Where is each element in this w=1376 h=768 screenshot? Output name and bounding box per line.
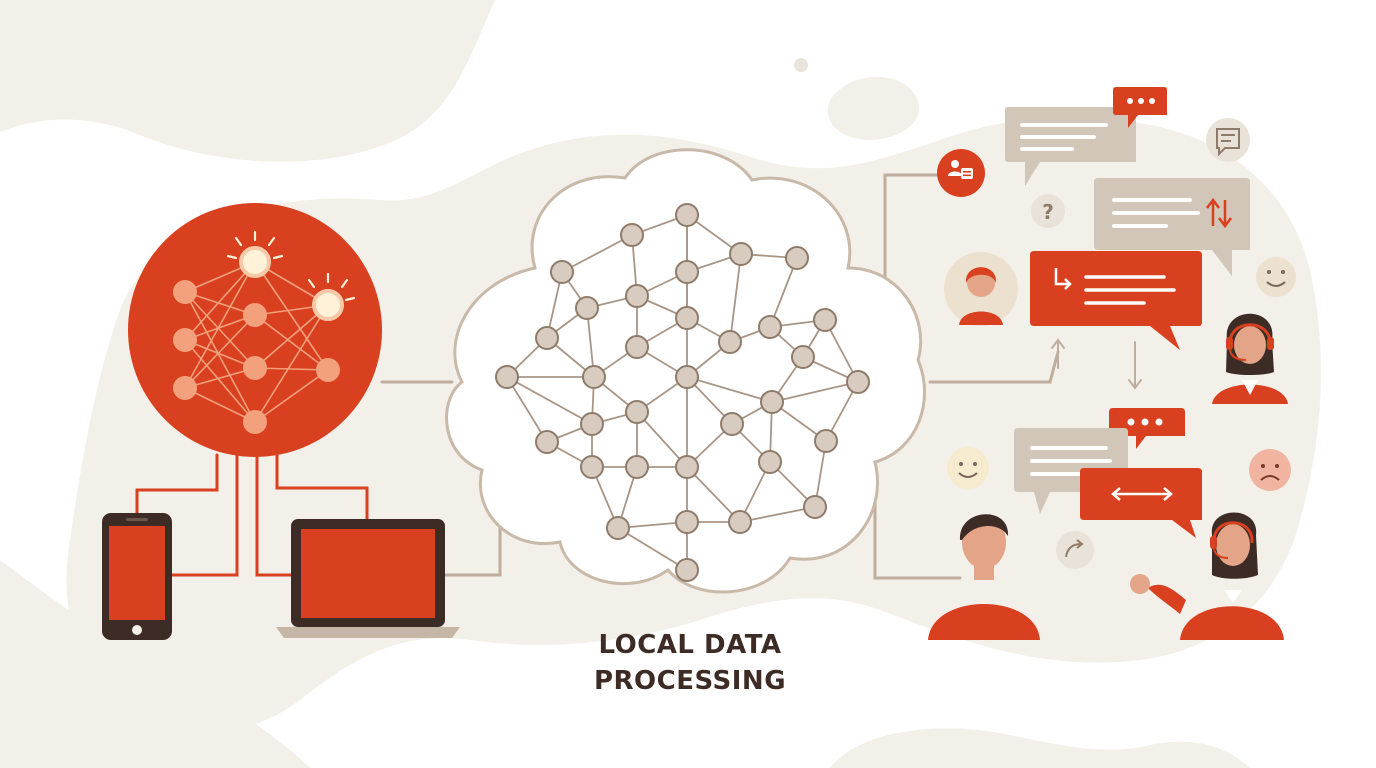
network-node bbox=[495, 365, 519, 389]
glowing-node-right bbox=[312, 289, 344, 321]
connector-brain-to-laptop bbox=[255, 453, 294, 577]
network-node bbox=[580, 412, 604, 436]
smile-icon-right bbox=[1256, 257, 1296, 297]
network-edge bbox=[771, 381, 859, 403]
network-node bbox=[846, 370, 870, 394]
network-node bbox=[625, 400, 649, 424]
network-edge bbox=[729, 253, 742, 343]
bubble-top-beige bbox=[1005, 107, 1136, 186]
user-avatar-woman bbox=[944, 252, 1018, 326]
network-edge bbox=[686, 376, 773, 403]
network-node bbox=[675, 306, 699, 330]
connector-lines bbox=[135, 173, 1142, 580]
phone-icon bbox=[102, 513, 172, 640]
support-chat-icon bbox=[937, 149, 985, 197]
network-node bbox=[582, 365, 606, 389]
network-node bbox=[720, 412, 744, 436]
arrow-down bbox=[1128, 341, 1142, 390]
arrow-up bbox=[1051, 338, 1065, 369]
customer-man-avatar bbox=[928, 514, 1040, 640]
network-node bbox=[814, 429, 838, 453]
bubble-dots-bottom bbox=[1109, 408, 1185, 449]
cloud-network bbox=[445, 148, 926, 594]
network-node bbox=[675, 203, 699, 227]
network-node bbox=[580, 455, 604, 479]
network-node bbox=[675, 558, 699, 582]
support-agent-woman-avatar bbox=[1130, 512, 1284, 640]
share-icon bbox=[1056, 531, 1094, 569]
network-node bbox=[803, 495, 827, 519]
sad-face-icon bbox=[1249, 449, 1291, 491]
laptop-icon bbox=[276, 519, 460, 638]
bg-blob-bottom-left bbox=[0, 560, 310, 768]
connector-brain-to-laptop-2 bbox=[275, 453, 369, 522]
bubble-bottom-beige bbox=[1014, 428, 1128, 514]
network-node bbox=[620, 223, 644, 247]
network-edge bbox=[506, 376, 593, 425]
network-node bbox=[675, 510, 699, 534]
chat-support-area: ? bbox=[928, 87, 1306, 640]
network-node bbox=[791, 345, 815, 369]
network-node bbox=[728, 510, 752, 534]
neural-network-circle bbox=[128, 203, 382, 457]
network-node bbox=[760, 390, 784, 414]
smile-icon-left bbox=[947, 447, 989, 489]
connector-cloud-to-chat-top bbox=[883, 173, 942, 304]
network-edge bbox=[636, 411, 688, 468]
diagram-caption: LOCAL DATA PROCESSING bbox=[520, 627, 860, 699]
network-edge bbox=[617, 527, 688, 571]
network-edge bbox=[739, 506, 816, 523]
network-node bbox=[729, 242, 753, 266]
neural-network-nodes bbox=[173, 280, 340, 434]
connector-brain-to-phone bbox=[135, 453, 219, 517]
network-edge bbox=[686, 466, 741, 523]
bubble-mid-beige bbox=[1094, 178, 1250, 276]
network-node bbox=[758, 315, 782, 339]
bg-blob-bottom-right bbox=[830, 728, 1250, 768]
glow-rays bbox=[226, 230, 356, 302]
neural-network-edges bbox=[184, 261, 329, 423]
network-node bbox=[813, 308, 837, 332]
bg-blob-top-right bbox=[827, 76, 919, 140]
network-node bbox=[535, 326, 559, 350]
network-node bbox=[575, 296, 599, 320]
network-edge bbox=[769, 257, 798, 328]
network-node bbox=[625, 284, 649, 308]
caption-line-2: PROCESSING bbox=[593, 666, 787, 696]
network-node bbox=[535, 430, 559, 454]
message-icon bbox=[1206, 118, 1250, 162]
network-edge bbox=[561, 234, 633, 273]
question-mark: ? bbox=[1042, 200, 1054, 224]
bg-blob-top-left bbox=[0, 0, 495, 162]
connector-brain-to-phone-2 bbox=[170, 453, 239, 577]
bubble-reply-red bbox=[1030, 251, 1202, 350]
network-node bbox=[785, 246, 809, 270]
network-node bbox=[675, 455, 699, 479]
network-edge bbox=[506, 376, 548, 443]
network-node bbox=[675, 260, 699, 284]
network-node bbox=[718, 330, 742, 354]
network-nodes bbox=[495, 203, 870, 582]
network-node bbox=[606, 516, 630, 540]
network-node bbox=[758, 450, 782, 474]
glowing-node-top bbox=[239, 246, 271, 278]
bg-dot bbox=[794, 58, 808, 72]
question-icon: ? bbox=[1031, 194, 1065, 228]
bubble-dots-top bbox=[1113, 87, 1167, 128]
connector-cloud-to-chat-mid bbox=[928, 350, 1060, 384]
network-node bbox=[675, 365, 699, 389]
caption-line-1: LOCAL DATA bbox=[598, 630, 782, 660]
support-agent-avatar bbox=[1194, 296, 1306, 408]
bubble-exchange-red bbox=[1080, 468, 1202, 538]
network-node bbox=[625, 455, 649, 479]
network-node bbox=[625, 335, 649, 359]
network-node bbox=[550, 260, 574, 284]
